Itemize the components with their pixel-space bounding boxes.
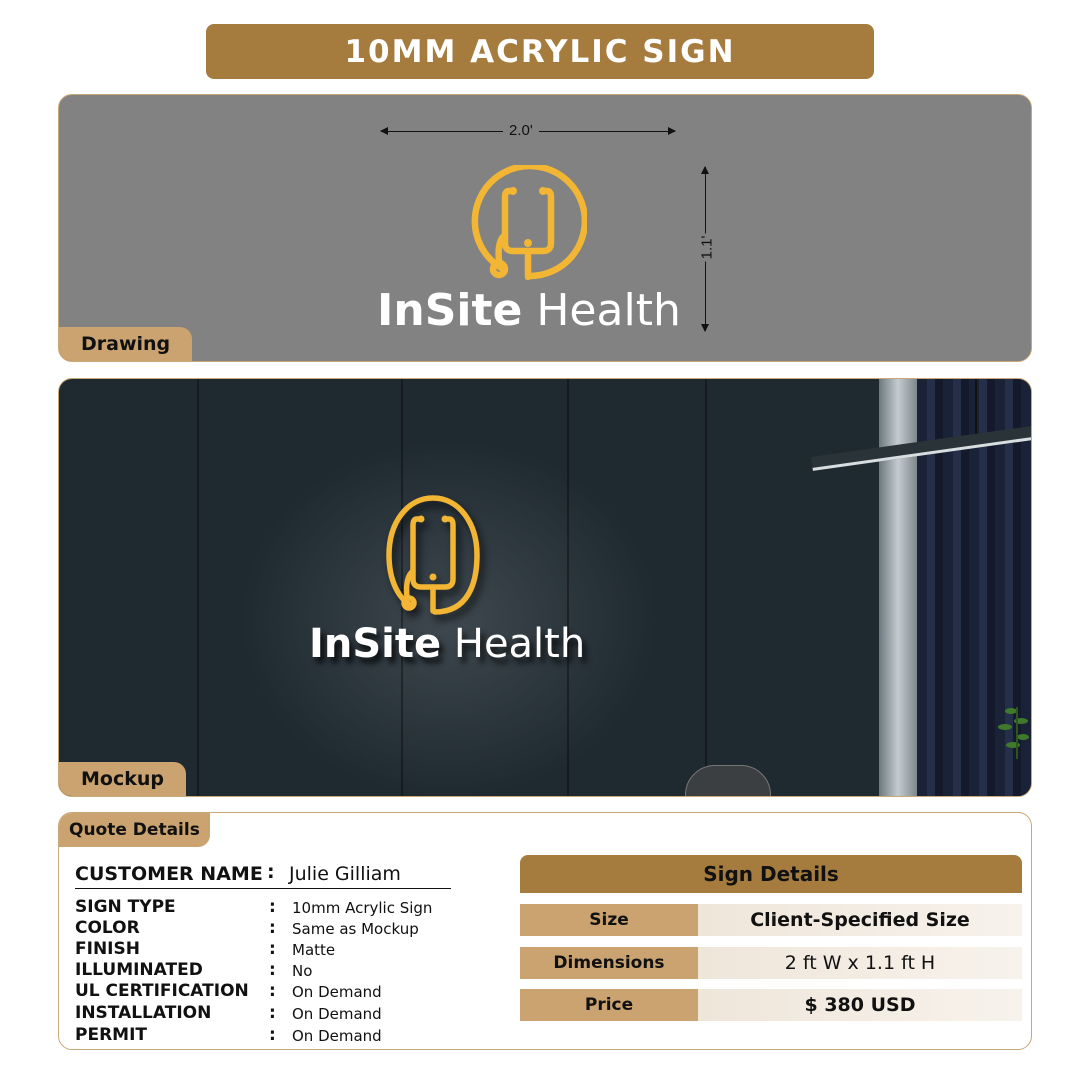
mockup-panel: InSite Health Mockup (58, 378, 1032, 797)
spec-label: FINISH (75, 939, 140, 959)
spec-label: COLOR (75, 918, 140, 938)
sign-detail-value: Client-Specified Size (698, 904, 1022, 936)
sign-detail-row: Price $ 380 USD (520, 989, 1022, 1021)
separator: : (269, 897, 276, 917)
drawing-tab: Drawing (59, 327, 193, 361)
sign-detail-value: $ 380 USD (698, 989, 1022, 1021)
wall-panel-seam (401, 379, 403, 796)
spec-value: On Demand (292, 1027, 382, 1045)
stethoscope-circle-icon (471, 165, 587, 281)
lamp-wire (975, 379, 977, 441)
spec-row: SIGN TYPE : 10mm Acrylic Sign (75, 897, 455, 919)
quote-details-tab: Quote Details (59, 813, 210, 847)
brand-name-regular: Health (536, 285, 681, 336)
mockup-tab: Mockup (59, 762, 186, 796)
spec-value: No (292, 962, 313, 980)
spec-label: ILLUMINATED (75, 960, 203, 980)
spec-label: PERMIT (75, 1025, 148, 1045)
spec-value: Matte (292, 941, 336, 959)
sign-detail-row: Dimensions 2 ft W x 1.1 ft H (520, 947, 1022, 979)
spec-value: 10mm Acrylic Sign (292, 899, 433, 917)
separator: : (267, 861, 275, 883)
wall-panel-seam (567, 379, 569, 796)
separator: : (269, 960, 276, 980)
stethoscope-circle-icon (386, 495, 480, 615)
spec-row: FINISH : Matte (75, 939, 455, 961)
customer-name-value: Julie Gilliam (289, 863, 401, 885)
drawing-brand-name: InSite Health (377, 285, 681, 336)
wall-panel-seam (197, 379, 199, 796)
spec-value: On Demand (292, 1005, 382, 1023)
sign-detail-label: Size (520, 904, 698, 936)
sign-detail-label: Price (520, 989, 698, 1021)
wall-panel-seam (705, 379, 707, 796)
separator: : (269, 1025, 276, 1045)
spec-label: UL CERTIFICATION (75, 981, 249, 1001)
spec-label: INSTALLATION (75, 1003, 212, 1023)
mockup-brand-name: InSite Health (309, 621, 585, 667)
customer-name-row: CUSTOMER NAME : Julie Gilliam (75, 861, 451, 889)
drawing-panel: 2.0' 1.1' InSite Health Drawing (58, 94, 1032, 362)
separator: : (269, 981, 276, 1001)
chair-icon (685, 765, 771, 796)
spec-value: On Demand (292, 983, 382, 1001)
sign-detail-label: Dimensions (520, 947, 698, 979)
window-light (879, 379, 917, 796)
separator: : (269, 918, 276, 938)
spec-row: COLOR : Same as Mockup (75, 918, 455, 940)
brand-name-bold: InSite (377, 285, 523, 336)
brand-name-bold: InSite (309, 621, 442, 667)
page-title: 10MM ACRYLIC SIGN (206, 24, 874, 79)
spec-row: PERMIT : On Demand (75, 1025, 455, 1047)
brand-name-regular: Health (453, 621, 586, 667)
customer-name-label: CUSTOMER NAME (75, 863, 263, 885)
separator: : (269, 939, 276, 959)
spec-row: INSTALLATION : On Demand (75, 1003, 455, 1025)
width-dimension-label: 2.0' (503, 122, 539, 139)
sign-details-header: Sign Details (520, 855, 1022, 893)
sign-detail-row: Size Client-Specified Size (520, 904, 1022, 936)
quote-details-panel: Quote Details CUSTOMER NAME : Julie Gill… (58, 812, 1032, 1050)
plant-icon (998, 707, 1029, 759)
separator: : (269, 1003, 276, 1023)
spec-row: UL CERTIFICATION : On Demand (75, 981, 455, 1003)
sign-detail-value: 2 ft W x 1.1 ft H (698, 947, 1022, 979)
spec-row: ILLUMINATED : No (75, 960, 455, 982)
height-dimension-label: 1.1' (694, 233, 720, 262)
spec-label: SIGN TYPE (75, 897, 176, 917)
spec-value: Same as Mockup (292, 920, 419, 938)
